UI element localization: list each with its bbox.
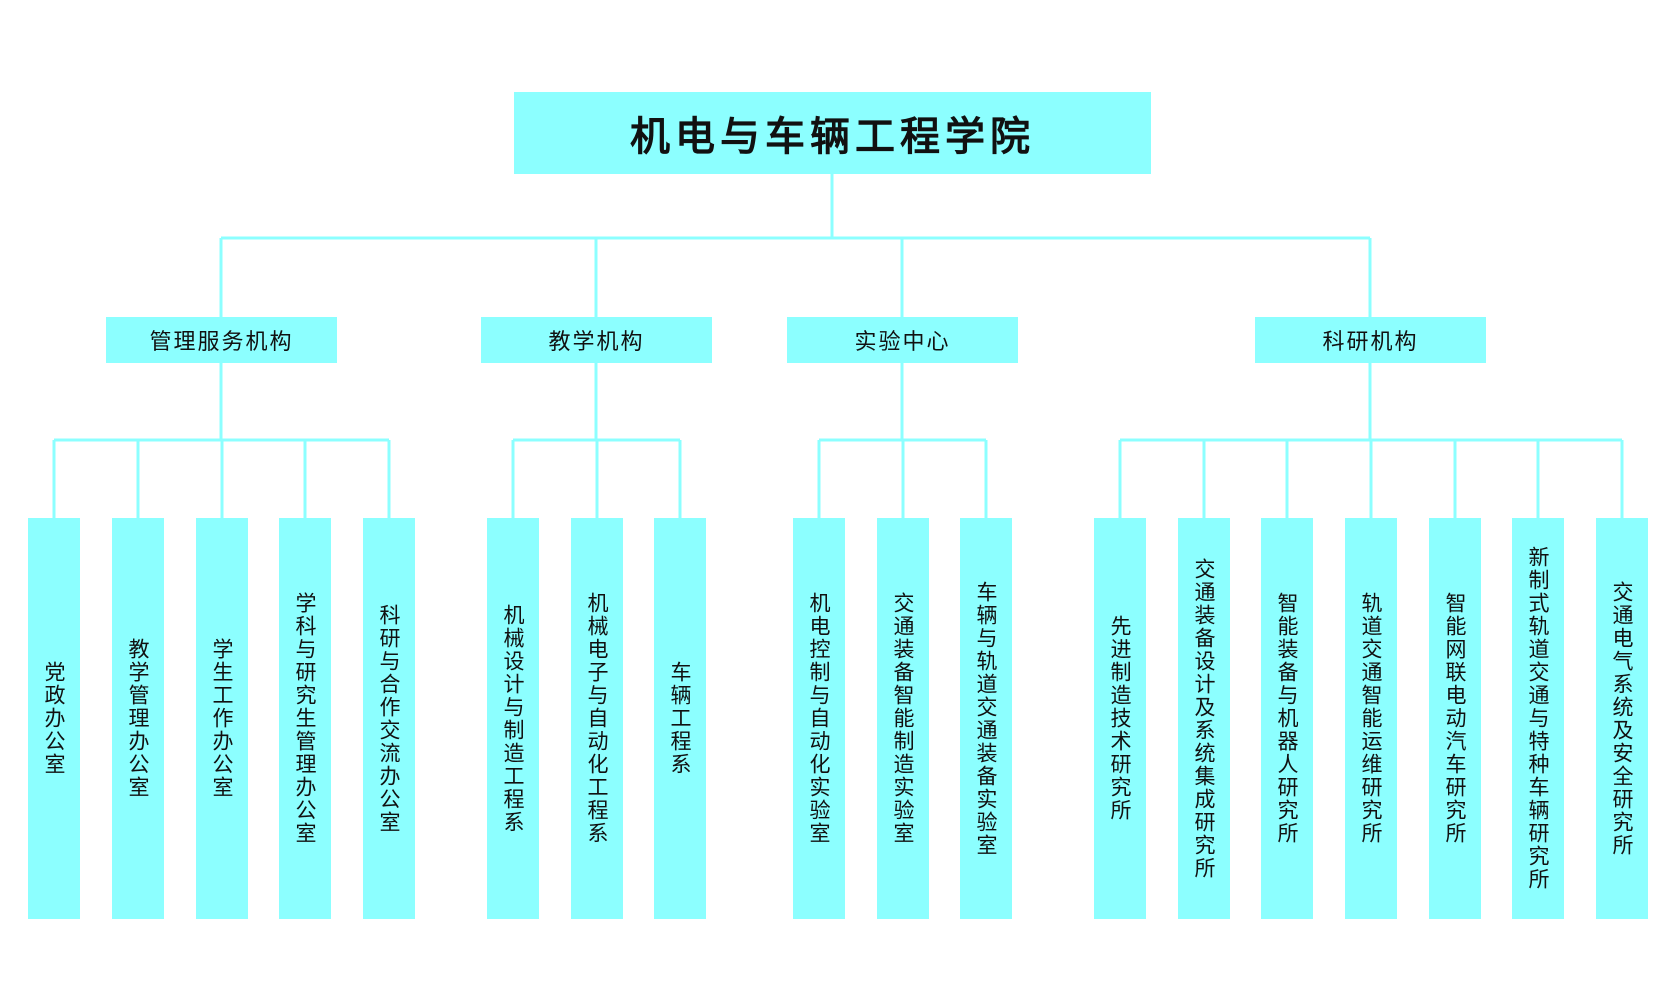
leaf-label: 机械电子与自动化工程系 bbox=[585, 592, 609, 845]
category-teaching: 教学机构 bbox=[481, 317, 712, 363]
leaf-label: 交通电气系统及安全研究所 bbox=[1610, 580, 1634, 857]
leaf-node: 机电控制与自动化实验室 bbox=[793, 518, 845, 919]
root-node: 机电与车辆工程学院 bbox=[514, 92, 1151, 174]
category-label: 实验中心 bbox=[854, 330, 951, 355]
leaf-label: 交通装备智能制造实验室 bbox=[891, 592, 915, 845]
leaf-label: 交通装备设计及系统集成研究所 bbox=[1192, 557, 1216, 880]
leaf-node: 党政办公室 bbox=[28, 518, 80, 919]
leaf-node: 车辆工程系 bbox=[654, 518, 706, 919]
leaf-node: 交通装备智能制造实验室 bbox=[877, 518, 929, 919]
leaf-node: 智能网联电动汽车研究所 bbox=[1429, 518, 1481, 919]
leaf-label: 车辆工程系 bbox=[668, 661, 692, 776]
leaf-label: 学生工作办公室 bbox=[210, 638, 234, 799]
leaf-label: 智能装备与机器人研究所 bbox=[1275, 592, 1299, 845]
leaf-label: 先进制造技术研究所 bbox=[1108, 615, 1132, 822]
leaf-label: 科研与合作交流办公室 bbox=[377, 603, 401, 834]
leaf-label: 新制式轨道交通与特种车辆研究所 bbox=[1526, 546, 1550, 891]
leaf-label: 轨道交通智能运维研究所 bbox=[1359, 592, 1383, 845]
leaf-node: 学生工作办公室 bbox=[196, 518, 248, 919]
leaf-node: 机械设计与制造工程系 bbox=[487, 518, 539, 919]
root-label: 机电与车辆工程学院 bbox=[630, 114, 1035, 160]
leaf-node: 交通装备设计及系统集成研究所 bbox=[1178, 518, 1230, 919]
leaf-node: 学科与研究生管理办公室 bbox=[279, 518, 331, 919]
category-label: 教学机构 bbox=[548, 330, 645, 355]
leaf-label: 机械设计与制造工程系 bbox=[501, 603, 525, 834]
category-research: 科研机构 bbox=[1255, 317, 1486, 363]
category-lab-center: 实验中心 bbox=[787, 317, 1018, 363]
leaf-node: 先进制造技术研究所 bbox=[1094, 518, 1146, 919]
leaf-node: 轨道交通智能运维研究所 bbox=[1345, 518, 1397, 919]
category-management-services: 管理服务机构 bbox=[106, 317, 337, 363]
leaf-node: 车辆与轨道交通装备实验室 bbox=[960, 518, 1012, 919]
leaf-label: 机电控制与自动化实验室 bbox=[807, 592, 831, 845]
leaf-node: 智能装备与机器人研究所 bbox=[1261, 518, 1313, 919]
leaf-node: 新制式轨道交通与特种车辆研究所 bbox=[1512, 518, 1564, 919]
category-label: 管理服务机构 bbox=[149, 330, 294, 355]
leaf-label: 车辆与轨道交通装备实验室 bbox=[974, 580, 998, 857]
leaf-node: 机械电子与自动化工程系 bbox=[571, 518, 623, 919]
leaf-label: 党政办公室 bbox=[42, 661, 66, 776]
leaf-label: 学科与研究生管理办公室 bbox=[293, 592, 317, 845]
leaf-label: 智能网联电动汽车研究所 bbox=[1443, 592, 1467, 845]
leaf-label: 教学管理办公室 bbox=[126, 638, 150, 799]
leaf-node: 交通电气系统及安全研究所 bbox=[1596, 518, 1648, 919]
category-label: 科研机构 bbox=[1322, 330, 1419, 355]
leaf-node: 科研与合作交流办公室 bbox=[363, 518, 415, 919]
leaf-node: 教学管理办公室 bbox=[112, 518, 164, 919]
